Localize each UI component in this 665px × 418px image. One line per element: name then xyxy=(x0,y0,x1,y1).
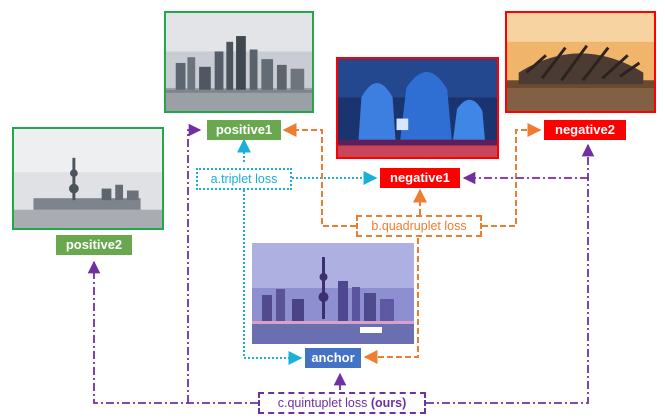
negative1-label: negative1 xyxy=(380,168,460,188)
quintuplet-loss-label: c.quintuplet loss (ours) xyxy=(258,392,426,414)
negative1-photo xyxy=(336,57,499,159)
quadruplet-arrow-to-positive1 xyxy=(282,123,356,227)
negative2-label: negative2 xyxy=(544,120,626,140)
positive2-label: positive2 xyxy=(56,235,132,255)
quadruplet-arrow-to-anchor xyxy=(363,238,419,364)
quintuplet-arrow-to-positive1 xyxy=(187,123,202,403)
quintuplet-loss-text: c.quintuplet loss xyxy=(277,396,371,410)
triplet-loss-label: a.triplet loss xyxy=(196,168,292,190)
positive2-photo xyxy=(12,127,164,230)
negative2-photo xyxy=(505,11,656,113)
quintuplet-ours-emphasis: (ours) xyxy=(370,396,407,410)
positive1-photo xyxy=(164,11,314,113)
quadruplet-loss-label: b.quadruplet loss xyxy=(356,215,482,237)
triplet-arrow-to-anchor xyxy=(243,190,303,365)
anchor-label: anchor xyxy=(305,348,361,368)
positive1-label: positive1 xyxy=(207,120,281,140)
quintuplet-arrow-to-positive2 xyxy=(87,260,258,404)
quintuplet-arrow-to-negative2 xyxy=(426,143,595,404)
anchor-photo xyxy=(252,243,414,344)
